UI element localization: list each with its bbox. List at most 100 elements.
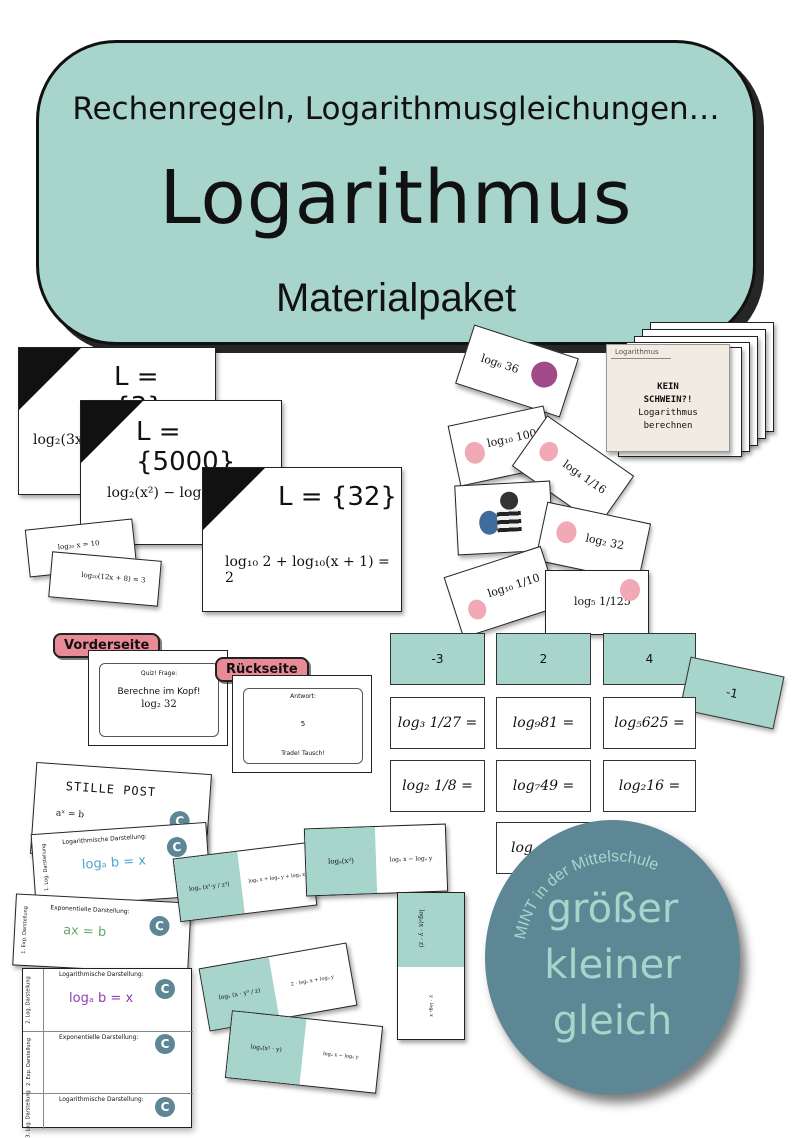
side-label: 2. Exp. Darstellung	[25, 1038, 32, 1086]
pig-card-5: log₁₀ 1/10	[443, 545, 561, 639]
card-stack: Logarithmus KEIN SCHWEIN?! Logarithmus b…	[600, 322, 780, 457]
sheet-row-line	[23, 1093, 193, 1094]
kein-line: KEIN	[657, 382, 679, 392]
pig-card-text: log₂ 32	[584, 531, 626, 553]
answer-tile: 4	[603, 633, 696, 685]
medal-line-3: gleich	[552, 998, 673, 1044]
quiz-front-card: Quiz! Frage: Berechne im Kopf! log₂ 32	[88, 650, 228, 746]
domino-5: logₐ(x² · y) logₐ x − logₐ y	[224, 1010, 384, 1094]
schwein-line: SCHWEIN?!	[643, 395, 693, 405]
c-badge: C	[155, 979, 175, 999]
log-label: Logarithmische Darstellung:	[62, 833, 148, 847]
domino-right: 2 · logₐ x + logₐ y	[290, 974, 335, 988]
question-tile: log₃ 1/27 =	[390, 697, 485, 749]
domino-right: logₐ x − logₐ y	[322, 1051, 359, 1061]
pig-card-6: log₅ 1/125	[545, 570, 649, 635]
corner-triangle	[203, 468, 265, 530]
exp-card-1: 1. Exp. Darstellung Exponentielle Darste…	[12, 893, 192, 975]
pig-icon	[620, 579, 640, 601]
question-tile: log₇49 =	[496, 760, 591, 812]
corner-triangle	[81, 401, 143, 463]
banner-subtitle: Rechenregeln, Logarithmusgleichungen…	[72, 91, 720, 127]
side-label: 1. Log. Darstellung	[41, 843, 51, 892]
stille-post-formula: aˣ = b	[55, 808, 85, 821]
kein-schwein-card: Logarithmus KEIN SCHWEIN?! Logarithmus b…	[606, 344, 730, 452]
medal-arc-text: MINT in der Mittelschule	[512, 848, 661, 941]
log-line: Logarithmus	[638, 408, 698, 418]
solution-text: L = {32}	[278, 482, 397, 512]
c-badge: C	[148, 915, 171, 937]
log-label: Logarithmische Darstellung:	[59, 971, 144, 978]
domino-left: logₐ (x²·y / z³)	[173, 851, 245, 922]
owl-icon	[527, 358, 561, 391]
c-badge: C	[155, 1097, 175, 1117]
question-tile: log₉81 =	[496, 697, 591, 749]
question-tile: log₅625 =	[603, 697, 696, 749]
quiz-back-footer: Trade! Tausch!	[281, 750, 325, 757]
equation-text: log₁₀ 2 + log₁₀(x + 1) = 2	[225, 554, 390, 586]
quiz-inner-frame: Antwort: 5 Trade! Tausch!	[243, 688, 363, 764]
sheet-card: 2. Log. Darstellung Logarithmische Darst…	[22, 968, 193, 1138]
quiz-back-title: Antwort:	[290, 693, 316, 700]
side-label: 2. Log. Darstellung	[25, 976, 32, 1024]
equation-text: log₂(3x	[33, 432, 83, 448]
quiz-front-expr: log₂ 32	[141, 699, 177, 710]
stille-post-title: STILLE POST	[65, 779, 157, 800]
domino-top-text: logₐ(x · y · z)	[417, 909, 425, 948]
question-tile: log₂16 =	[603, 760, 696, 812]
answer-tile: -3	[390, 633, 485, 685]
answer-tile: 2	[496, 633, 591, 685]
banner-package: Materialpaket	[275, 276, 517, 320]
c-badge: C	[166, 836, 188, 858]
pig-card-text: log₄ 1/16	[560, 457, 609, 497]
log-formula: logₐ b = x	[69, 991, 134, 1006]
log-label: Logarithmische Darstellung:	[59, 1096, 144, 1103]
domino-right: logₐ x − logₐ y	[389, 854, 433, 864]
side-label: 1. Exp. Darstellung	[20, 905, 30, 954]
kein-schwein-header: Logarithmus	[615, 348, 659, 356]
domino-left: logₐ(x² · y)	[225, 1011, 307, 1085]
medal-line-2: kleiner	[544, 942, 681, 988]
small-card-2: log₂₀(12x + 8) = 3	[48, 551, 162, 607]
thief-icon	[478, 489, 529, 547]
pig-card-text: log₅ 1/125	[574, 595, 631, 608]
question-tile: log₂ 1/8 =	[390, 760, 485, 812]
quiz-back-card: Antwort: 5 Trade! Tausch!	[232, 675, 372, 773]
quiz-front-text: Berechne im Kopf!	[117, 687, 201, 697]
quiz-front-title: Quiz! Frage:	[140, 670, 178, 677]
groesser-kleiner-gleich-medal: MINT in der Mittelschule größer kleiner …	[485, 820, 740, 1095]
berechnen-line: berechnen	[643, 421, 693, 431]
medal-line-1: größer	[546, 886, 679, 932]
corner-triangle	[19, 348, 81, 410]
domino-2: logₐ(x³) logₐ x − logₐ y	[303, 823, 449, 897]
pig-icon	[462, 439, 487, 466]
kein-schwein-text: KEIN SCHWEIN?! Logarithmus berechnen	[607, 381, 729, 433]
domino-left: logₐ(x³)	[304, 827, 378, 896]
sheet-row-line	[23, 1031, 193, 1032]
log-formula: logₐ b = x	[81, 853, 147, 873]
domino-3: logₐ(x · y · z) y · logₐ x	[397, 892, 465, 1040]
pig-icon	[554, 519, 579, 546]
pig-card-text: log₆ 36	[479, 351, 521, 377]
solution-card-3: L = {32} log₁₀ 2 + log₁₀(x + 1) = 2	[202, 467, 402, 612]
domino-bottom-text: y · logₐ x	[427, 995, 434, 1017]
sheet-divider	[43, 969, 44, 1129]
domino-top: logₐ(x · y · z)	[398, 893, 464, 967]
exp-formula: ax = b	[62, 922, 107, 941]
quiz-inner-frame: Quiz! Frage: Berechne im Kopf! log₂ 32	[99, 663, 219, 737]
pig-icon	[535, 438, 562, 465]
pig-icon	[465, 597, 489, 622]
small-card-text: log₂₀ x = 10	[57, 539, 100, 552]
divider	[611, 358, 671, 359]
pig-card-text: log₁₀ 1/10	[485, 571, 542, 601]
title-banner: Rechenregeln, Logarithmusgleichungen… Lo…	[36, 40, 756, 345]
exp-label: Exponentielle Darstellung:	[59, 1034, 139, 1041]
side-label: 3. Log. Darstellung	[25, 1090, 32, 1138]
exp-label: Exponentielle Darstellung:	[50, 904, 130, 916]
banner-title: Logarithmus	[159, 155, 633, 241]
quiz-back-value: 5	[300, 720, 306, 728]
equation-text: log₂(x²) − log₂(	[107, 485, 213, 501]
c-badge: C	[155, 1034, 175, 1054]
solution-text: L = {5000}	[136, 417, 236, 477]
small-card-text: log₂₀(12x + 8) = 3	[80, 570, 146, 585]
